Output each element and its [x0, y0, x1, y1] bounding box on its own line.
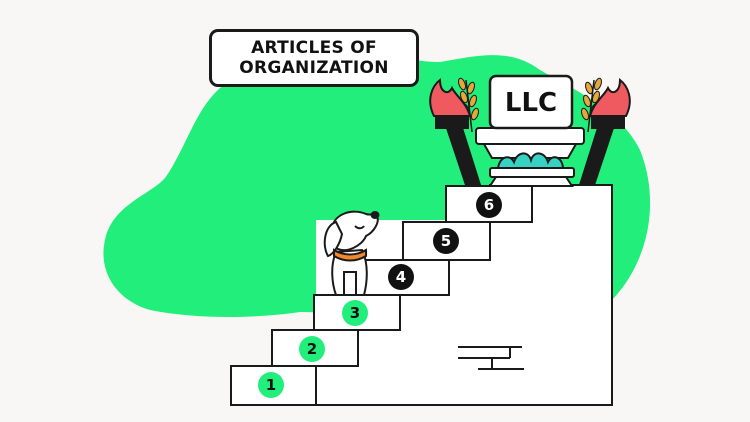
dog-nose	[370, 211, 380, 219]
dog-illustration	[323, 210, 380, 296]
title-line-1: ARTICLES OF	[251, 38, 377, 58]
wheat-icon	[581, 77, 602, 133]
step-number-3: 3	[342, 300, 368, 326]
dog-ear	[323, 220, 344, 258]
flame	[588, 77, 631, 117]
collar	[333, 248, 367, 262]
title-line-2: ORGANIZATION	[239, 58, 389, 78]
step-number-6: 6	[476, 192, 502, 218]
wheat-icon	[458, 77, 479, 133]
dog-eye	[354, 225, 365, 230]
lotus-decoration	[496, 152, 565, 169]
step-number-4: 4	[388, 264, 414, 290]
step-number-1: 1	[258, 372, 284, 398]
llc-sign	[488, 74, 574, 130]
dog-body	[331, 248, 368, 296]
torch-icon	[578, 77, 631, 186]
title-banner: ARTICLES OF ORGANIZATION	[209, 29, 419, 87]
brick-marks	[458, 346, 524, 370]
llc-sign-label: LLC	[504, 88, 558, 118]
flame	[429, 77, 472, 117]
pedestal-icon	[475, 127, 585, 187]
torch-icon	[429, 77, 482, 186]
step-number-2: 2	[299, 336, 325, 362]
step-number-5: 5	[433, 228, 459, 254]
